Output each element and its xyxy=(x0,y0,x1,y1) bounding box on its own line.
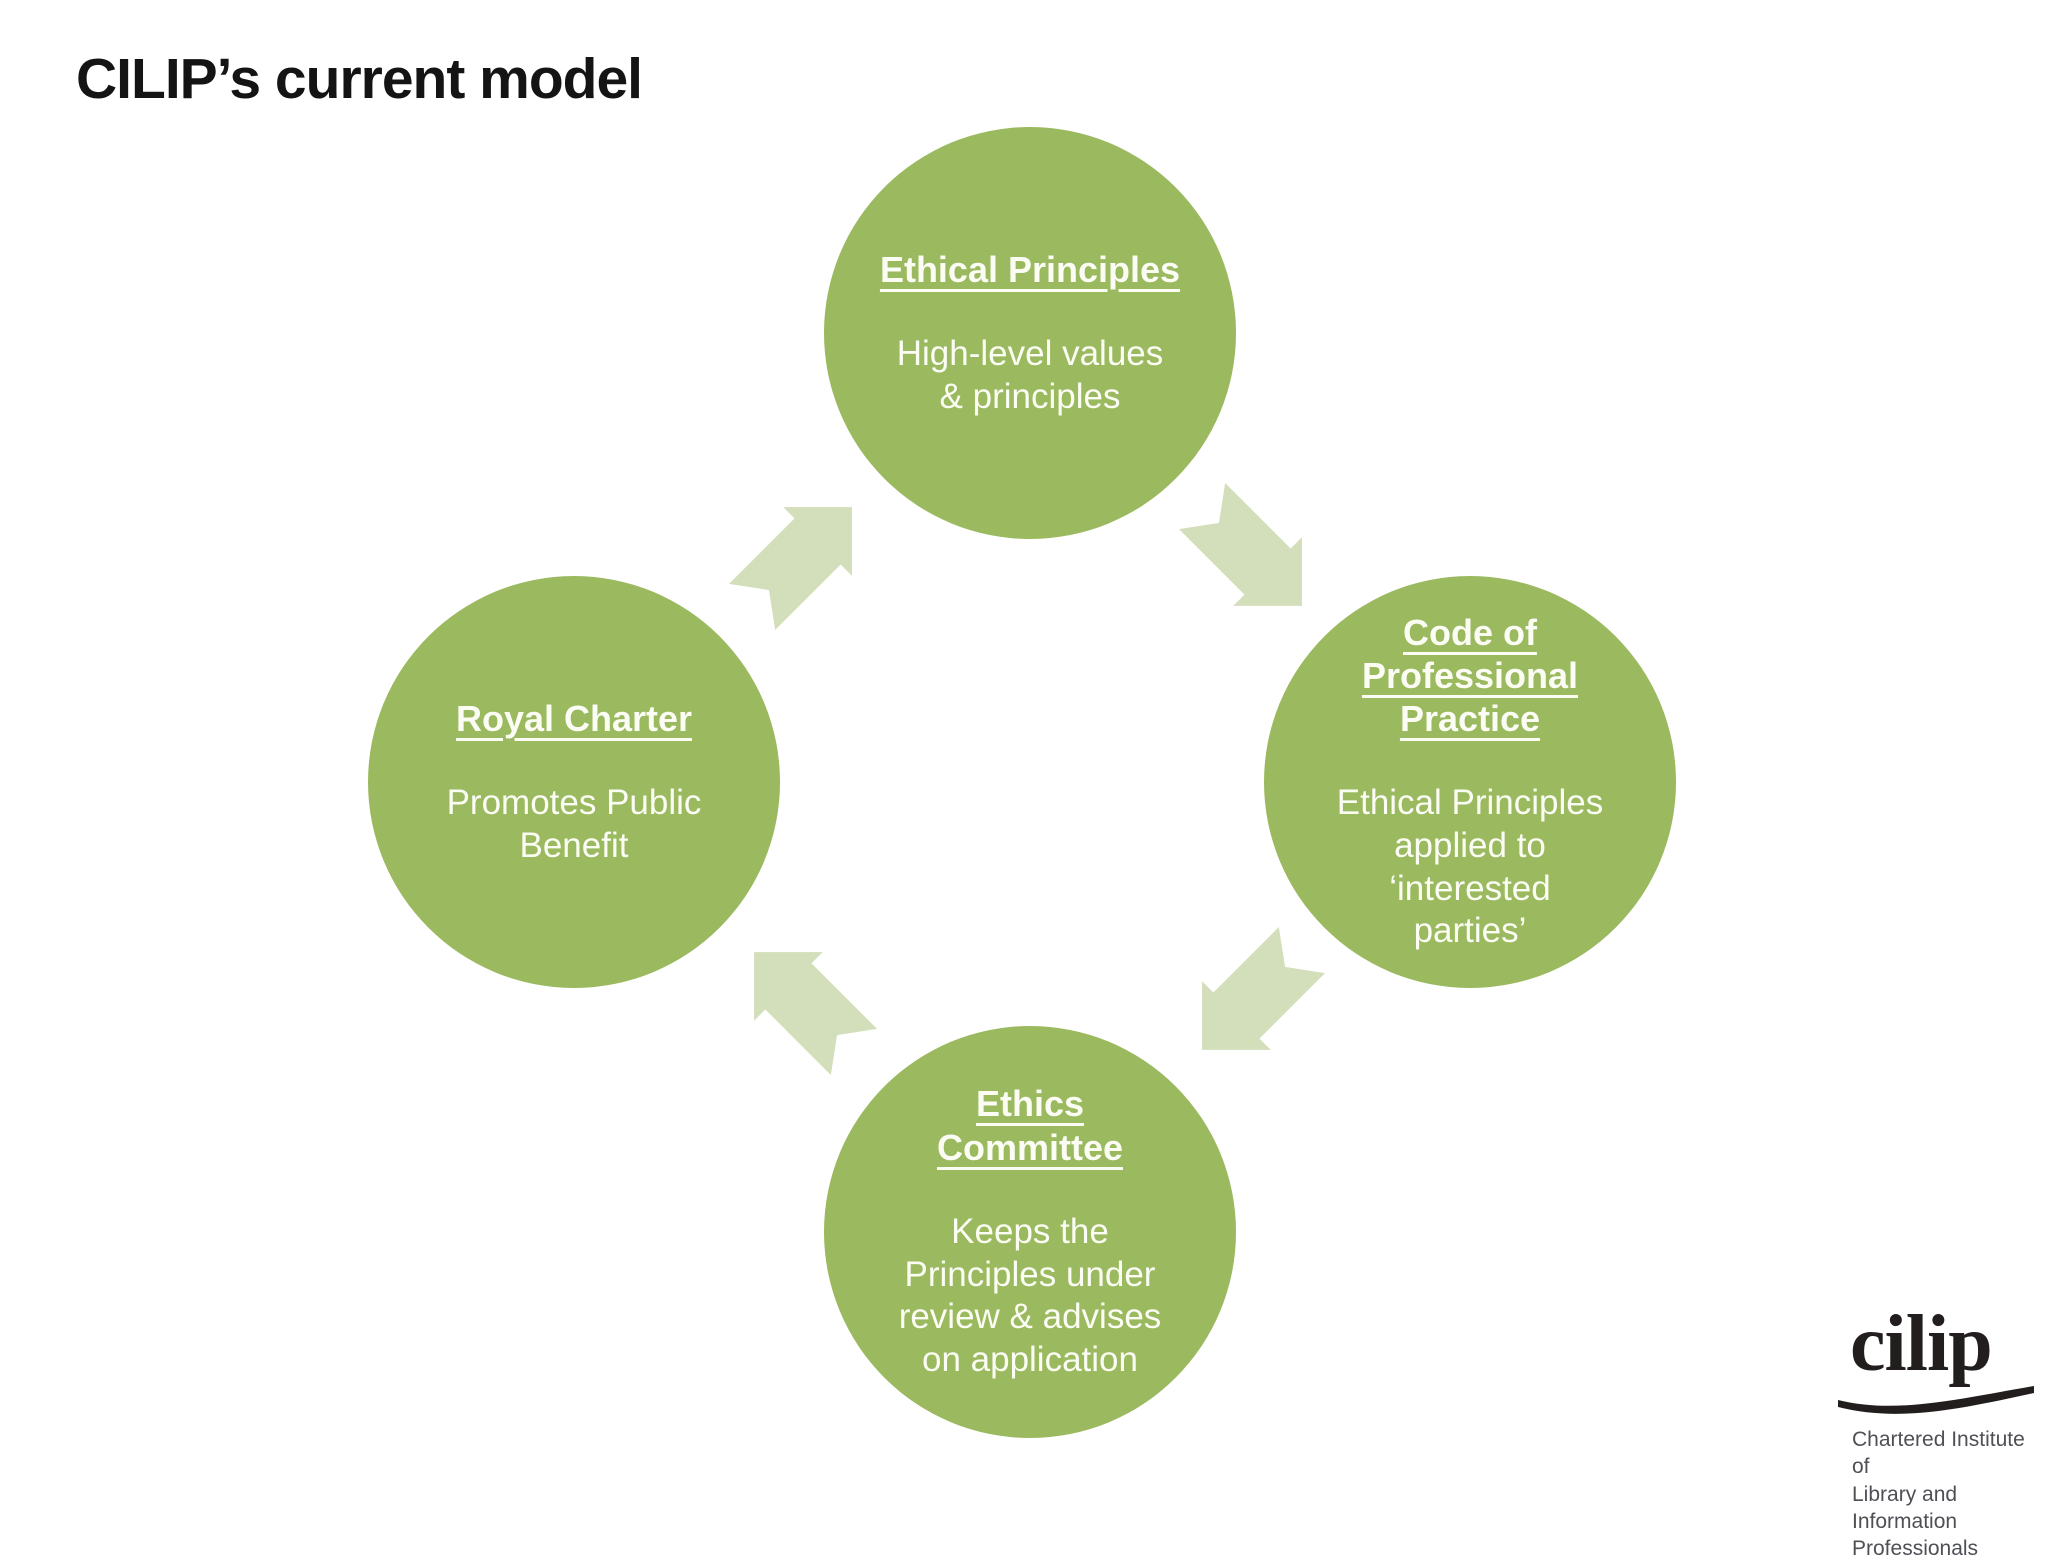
node-ethical-principles: Ethical Principles High-level values & p… xyxy=(824,127,1236,539)
cilip-wordmark: cilip xyxy=(1850,1300,1993,1388)
cycle-arrow-down-left-icon xyxy=(1161,909,1342,1090)
cilip-tagline: Chartered Institute of Library and Infor… xyxy=(1852,1428,2025,1561)
node-ethics-committee: Ethics Committee Keeps the Principles un… xyxy=(824,1026,1236,1438)
node-body: Promotes Public Benefit xyxy=(446,782,702,865)
cycle-arrow-down-right-icon xyxy=(1161,465,1342,646)
node-heading: Ethics Committee xyxy=(936,1083,1124,1168)
cycle-arrow-up-left-icon xyxy=(713,911,894,1092)
page-title: CILIP’s current model xyxy=(76,47,643,111)
node-body: Keeps the Principles under review & advi… xyxy=(898,1211,1162,1379)
node-heading: Royal Charter xyxy=(455,697,693,739)
node-body: High-level values & principles xyxy=(896,333,1164,416)
node-heading: Code of Professional Practice xyxy=(1361,611,1579,740)
node-body: Ethical Principles applied to ‘intereste… xyxy=(1336,783,1604,951)
node-heading: Ethical Principles xyxy=(879,248,1181,290)
node-code-of-professional-practice: Code of Professional Practice Ethical Pr… xyxy=(1264,576,1676,988)
cycle-arrow-up-right-icon xyxy=(711,466,892,647)
node-royal-charter: Royal Charter Promotes Public Benefit xyxy=(368,576,780,988)
cilip-swoosh-icon xyxy=(1838,1386,2034,1414)
cilip-logo: cilip Chartered Institute of Library and… xyxy=(1836,1300,2048,1562)
